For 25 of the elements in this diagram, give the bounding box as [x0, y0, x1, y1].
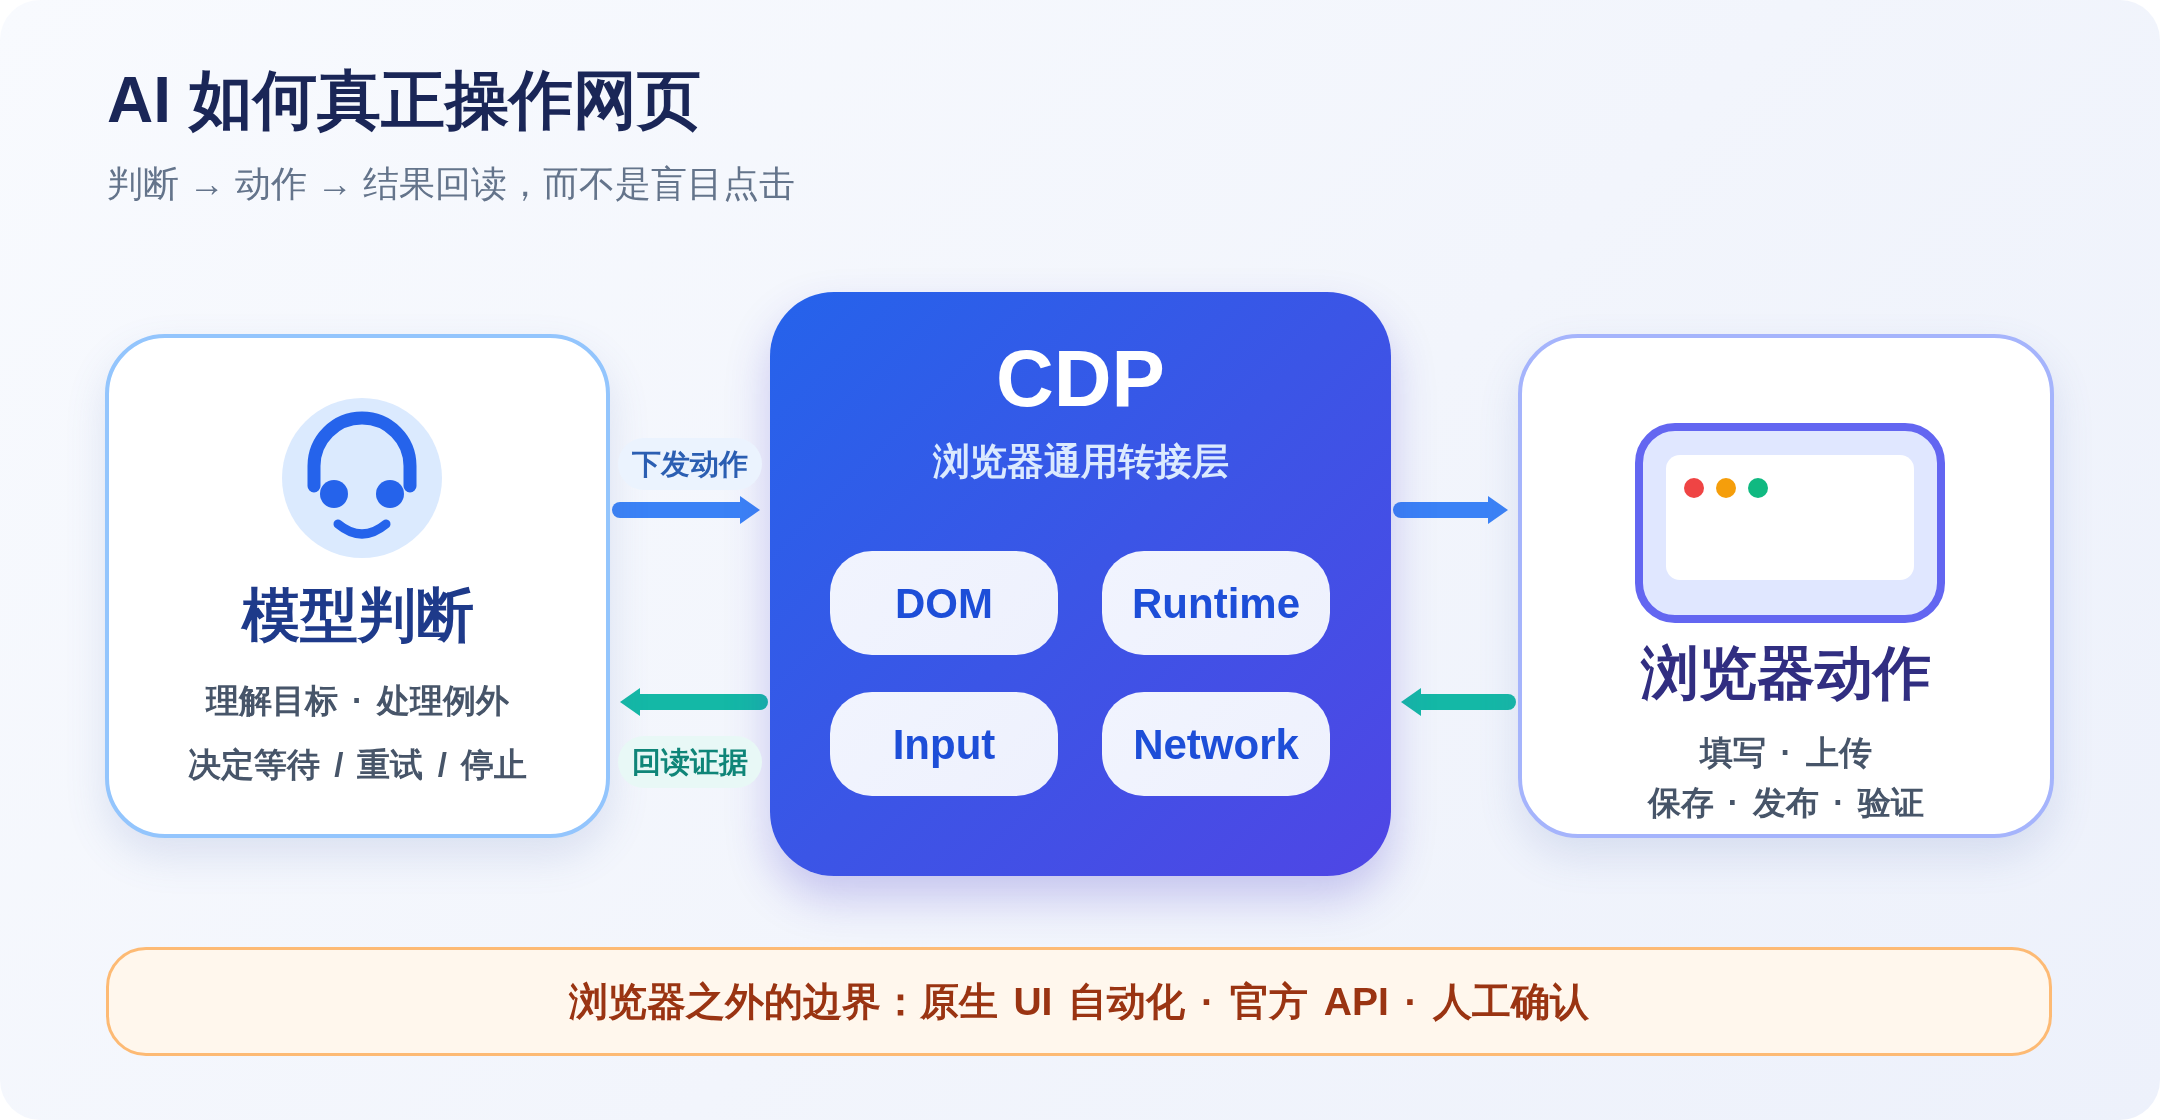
hub-panel — [770, 292, 1391, 876]
module-pill — [1102, 551, 1330, 655]
card-heading: 模型判断 — [240, 580, 475, 649]
module-pill — [1102, 692, 1330, 796]
page-subtitle: 判断 → 动作 → 结果回读，而不是盲目点击 — [107, 162, 795, 206]
module-pill — [830, 551, 1058, 655]
info-card — [105, 334, 610, 838]
hub-subtitle: 浏览器通用转接层 — [931, 440, 1230, 484]
hub-title: CDP — [995, 333, 1166, 425]
card-text: 填写 · 上传 — [1698, 732, 1873, 773]
module-label: Input — [892, 719, 996, 770]
card-text: 决定等待 / 重试 / 停止 — [187, 744, 528, 785]
module-label: Runtime — [1132, 578, 1300, 629]
card-text: 保存 · 发布 · 验证 — [1646, 782, 1926, 823]
edge-label: 回读证据 — [618, 736, 762, 788]
edge-label: 下发动作 — [618, 438, 762, 490]
info-card — [1518, 334, 2054, 838]
card-heading: 浏览器动作 — [1639, 638, 1932, 707]
note-banner — [106, 947, 2052, 1056]
module-pill — [830, 692, 1058, 796]
module-label: DOM — [895, 578, 993, 629]
banner-text: 浏览器之外的边界：原生 UI 自动化 · 官方 API · 人工确认 — [568, 979, 1590, 1025]
page-title: AI 如何真正操作网页 — [107, 63, 701, 138]
module-label: Network — [1133, 719, 1299, 770]
card-text: 理解目标 · 处理例外 — [204, 680, 511, 721]
